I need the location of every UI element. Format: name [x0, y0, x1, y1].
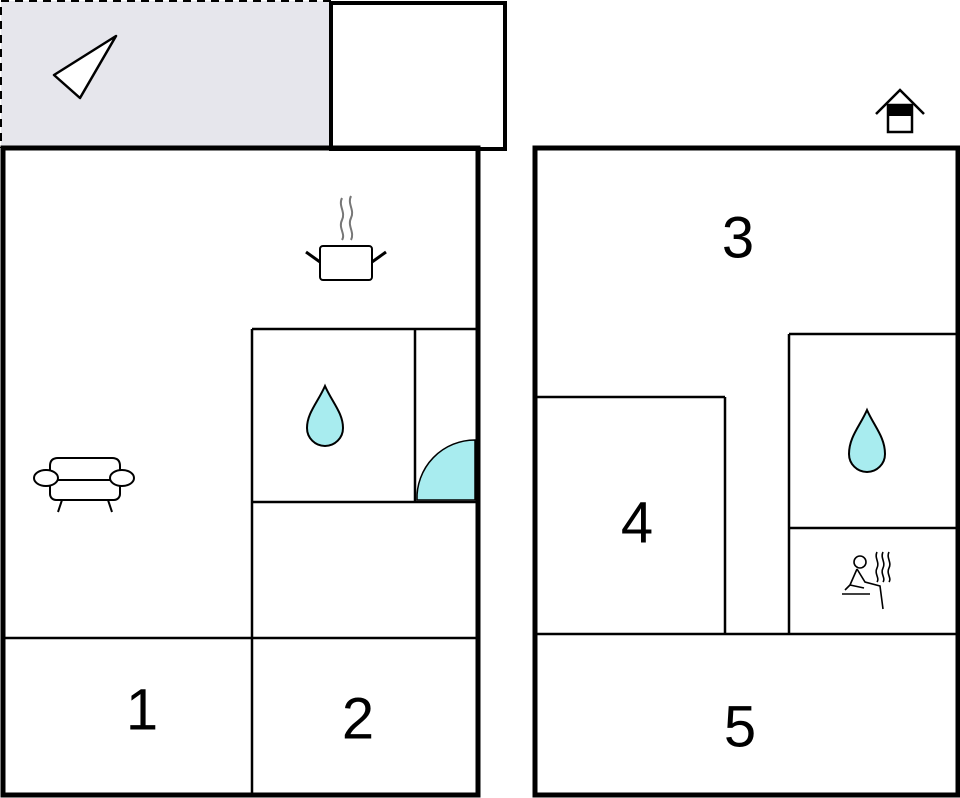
upper-floor-interior-walls	[535, 332, 958, 636]
terrace-area	[1, 1, 331, 148]
room-number-3: 3	[722, 205, 754, 270]
bathroom-water-drop-icon	[847, 407, 887, 473]
room-number-2: 2	[342, 686, 374, 751]
room-number-4: 4	[621, 490, 653, 555]
ground-floor-interior-walls	[3, 327, 478, 795]
annex-room	[329, 1, 507, 151]
terrace-dashed-border	[0, 0, 331, 148]
upper-floor-outer-wall	[532, 145, 960, 798]
room-number-1: 1	[126, 677, 158, 742]
upper-floor-house-icon	[875, 88, 925, 134]
ground-floor-plan: 1 2	[0, 0, 507, 798]
room-number-5: 5	[724, 694, 756, 759]
shower-quarter-circle-icon	[416, 439, 476, 501]
kitchen-cooking-pot-icon	[305, 195, 387, 281]
ground-floor-outer-wall	[0, 145, 481, 798]
compass-triangle-icon	[52, 34, 118, 100]
upper-floor-plan: 3 4 5	[532, 88, 960, 798]
sauna-icon	[842, 551, 891, 610]
bathroom-water-drop-icon	[305, 383, 345, 447]
living-room-sofa-icon	[33, 457, 135, 513]
